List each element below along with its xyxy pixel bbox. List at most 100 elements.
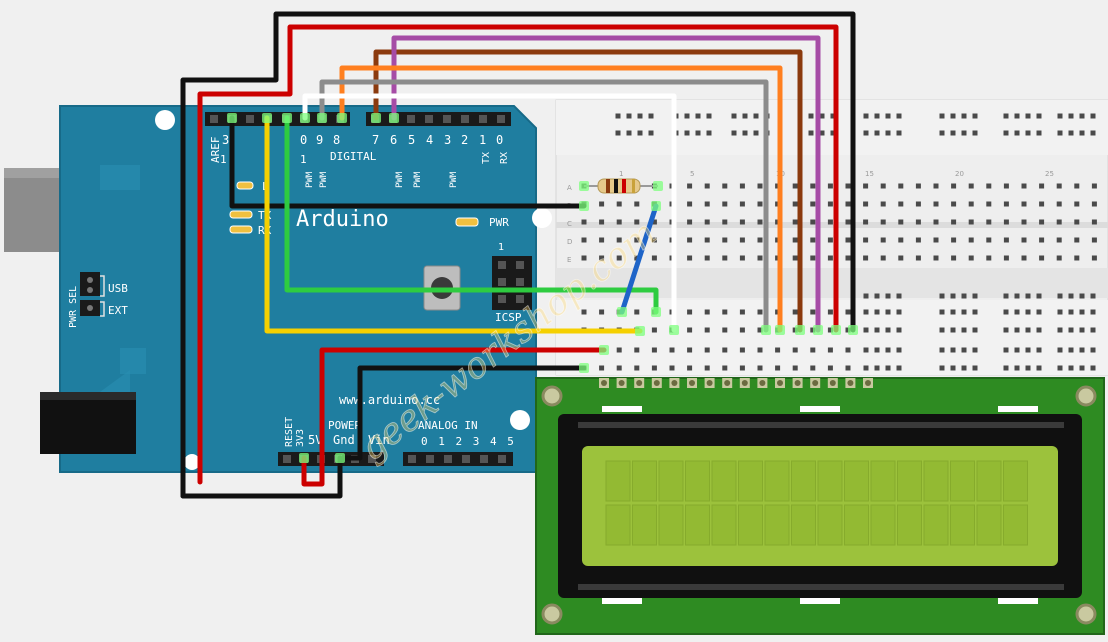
breadboard-hole [775, 365, 781, 371]
wire-black-outer [180, 11, 856, 499]
wire-black-gnd3 [341, 365, 587, 461]
usb-label: USB [108, 282, 128, 295]
breadboard-hole [1003, 201, 1009, 207]
breadboard-hole [704, 309, 710, 315]
breadboard-hole [1090, 113, 1096, 119]
lcd-pin-hole [865, 380, 871, 386]
breadboard-hole [968, 255, 974, 261]
breadboard-hole [1014, 365, 1020, 371]
lcd-character-cells [605, 460, 1028, 546]
wire-orange [339, 65, 783, 333]
pin-7-label: 7 [372, 133, 379, 147]
breadboard-hole [1003, 237, 1009, 243]
breadboard-hole [1036, 327, 1042, 333]
breadboard-hole [695, 130, 701, 136]
breadboard-hole [1025, 130, 1031, 136]
breadboard-hole [792, 347, 798, 353]
breadboard-hole [704, 183, 710, 189]
breadboard-hole [651, 327, 657, 333]
pin-0b-label: 0 [496, 133, 503, 147]
icsp-pin [498, 261, 506, 269]
breadboard-hole [863, 327, 869, 333]
breadboard-hole [1003, 293, 1009, 299]
breadboard-hole [1057, 293, 1063, 299]
lcd-pin-hole [741, 380, 748, 386]
breadboard-hole [651, 237, 657, 243]
breadboard-hole [845, 347, 851, 353]
breadboard-hole [731, 130, 737, 136]
wire-endpoints [227, 113, 858, 463]
breadboard-hole [950, 130, 956, 136]
icsp-pin [516, 295, 524, 303]
breadboard-hole [933, 219, 939, 225]
pin-gnd-label: Gnd [333, 433, 355, 447]
breadboard-hole [810, 255, 816, 261]
breadboard-hole [648, 130, 654, 136]
breadboard-hole [808, 113, 814, 119]
breadboard-hole [1025, 293, 1031, 299]
breadboard-hole [950, 293, 956, 299]
onboard-leds [229, 181, 479, 234]
breadboard-hole [1014, 130, 1020, 136]
breadboard-hole [863, 183, 869, 189]
breadboard-hole [810, 237, 816, 243]
breadboard-hole [1091, 255, 1097, 261]
website-label: www.arduino.cc [339, 393, 440, 407]
lcd-cell [685, 460, 710, 502]
breadboard-hole [687, 237, 693, 243]
breadboard-hole [950, 327, 956, 333]
lcd-pin-hole [777, 380, 783, 386]
icsp-pin [498, 295, 506, 303]
breadboard: A B C D E 1 5 10 15 20 25 [555, 99, 1108, 376]
breadboard-hole [885, 113, 891, 119]
breadboard-hole [1079, 309, 1085, 315]
breadboard-hole [739, 365, 745, 371]
lcd-cell [1003, 504, 1028, 546]
breadboard-hole [722, 309, 728, 315]
wire-purple [391, 35, 821, 333]
breadboard-hole [651, 347, 657, 353]
breadboard-hole [634, 201, 640, 207]
breadboard-hole [739, 201, 745, 207]
breadboard-hole [731, 113, 737, 119]
breadboard-hole [1068, 113, 1074, 119]
breadboard-hole [1036, 347, 1042, 353]
lcd-cell [632, 460, 657, 502]
header-pin [444, 455, 452, 463]
breadboard-hole [885, 327, 891, 333]
wire-endpoint [761, 325, 771, 335]
breadboard-hole [939, 327, 945, 333]
header-pin [479, 115, 487, 123]
lcd-pin-hole [689, 380, 695, 386]
wire-endpoint [300, 113, 310, 123]
breadboard-hole [1057, 113, 1063, 119]
breadboard-hole [885, 309, 891, 315]
breadboard-hole [972, 309, 978, 315]
wire-endpoint [651, 307, 661, 317]
pwm-label: PWM [319, 171, 329, 188]
lcd-cell [976, 504, 1002, 546]
breadboard-hole [863, 130, 869, 136]
breadboard-hole [704, 201, 710, 207]
breadboard-hole [1056, 183, 1062, 189]
wire-brown [373, 49, 803, 333]
header-pin [407, 115, 415, 123]
breadboard-hole [880, 237, 886, 243]
breadboard-hole [827, 309, 833, 315]
breadboard-hole [669, 365, 675, 371]
breadboard-hole [1003, 130, 1009, 136]
breadboard-hole [615, 113, 621, 119]
breadboard-hole [874, 327, 880, 333]
breadboard-hole [581, 237, 587, 243]
breadboard-hole [863, 237, 869, 243]
pin-5v-label: 5V [308, 433, 322, 447]
breadboard-hole [1014, 347, 1020, 353]
breadboard-hole [626, 113, 632, 119]
breadboard-hole [1039, 237, 1045, 243]
power-select-jumper[interactable] [80, 272, 105, 317]
wire-endpoint [579, 363, 589, 373]
wire-endpoint [579, 201, 589, 211]
breadboard-hole [968, 237, 974, 243]
breadboard-hole [742, 130, 748, 136]
